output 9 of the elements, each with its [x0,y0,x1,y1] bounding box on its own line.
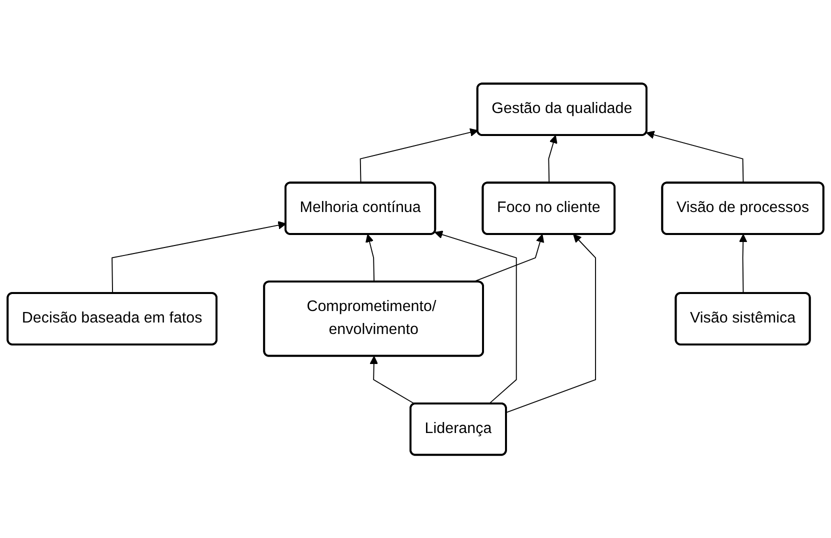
arrow [548,134,558,184]
arrow [646,130,744,184]
arrow [360,128,478,184]
arrow [112,220,286,294]
arrow [434,230,517,404]
arrow [738,234,748,294]
arrow [365,234,375,282]
arrow [506,234,596,413]
arrow [370,356,416,404]
